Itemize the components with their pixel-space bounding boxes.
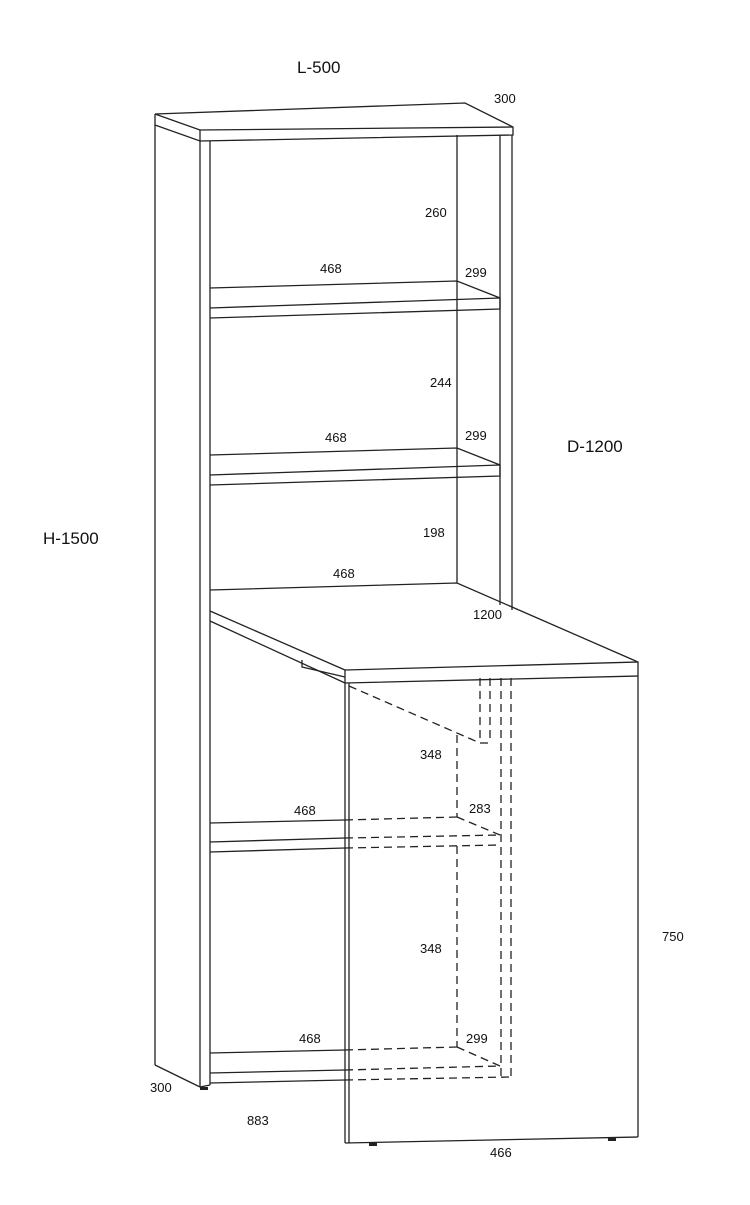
shelf2-width-label: 468 xyxy=(325,430,347,445)
lower-shelf-depth-label: 283 xyxy=(469,801,491,816)
hidden-lines xyxy=(348,678,512,1077)
shelf1-width-label: 468 xyxy=(320,261,342,276)
desk-width-label: 466 xyxy=(490,1145,512,1160)
top-depth-label: 300 xyxy=(494,91,516,106)
shelf1-height-label: 260 xyxy=(425,205,447,220)
lower-upper-height-label: 348 xyxy=(420,747,442,762)
lower-shelf-width-label: 468 xyxy=(294,803,316,818)
left-side-panel xyxy=(154,125,211,1088)
lower-shelves xyxy=(209,816,511,1084)
bottom-width-label: 468 xyxy=(299,1031,321,1046)
feet xyxy=(200,1087,616,1146)
depth-label: D-1200 xyxy=(567,437,623,456)
length-label: L-500 xyxy=(297,58,341,77)
desk-height-label: 750 xyxy=(662,929,684,944)
top-slab xyxy=(154,102,514,142)
lower-lower-height-label: 348 xyxy=(420,941,442,956)
shelf2-height-label: 244 xyxy=(430,375,452,390)
bottom-depth-label: 299 xyxy=(466,1031,488,1046)
base-depth-label: 300 xyxy=(150,1080,172,1095)
shelf-1 xyxy=(209,280,501,319)
fold-desk-top xyxy=(209,582,639,684)
shelf-2 xyxy=(209,447,501,486)
upper-gap-height-label: 198 xyxy=(423,525,445,540)
height-label: H-1500 xyxy=(43,529,99,548)
right-side-panel xyxy=(456,135,513,610)
desk-leg-panel xyxy=(344,670,639,1144)
extended-length-label: 883 xyxy=(247,1113,269,1128)
desk-back-width-label: 468 xyxy=(333,566,355,581)
desk-length-label: 1200 xyxy=(473,607,502,622)
shelf1-depth-label: 299 xyxy=(465,265,487,280)
shelf2-depth-label: 299 xyxy=(465,428,487,443)
